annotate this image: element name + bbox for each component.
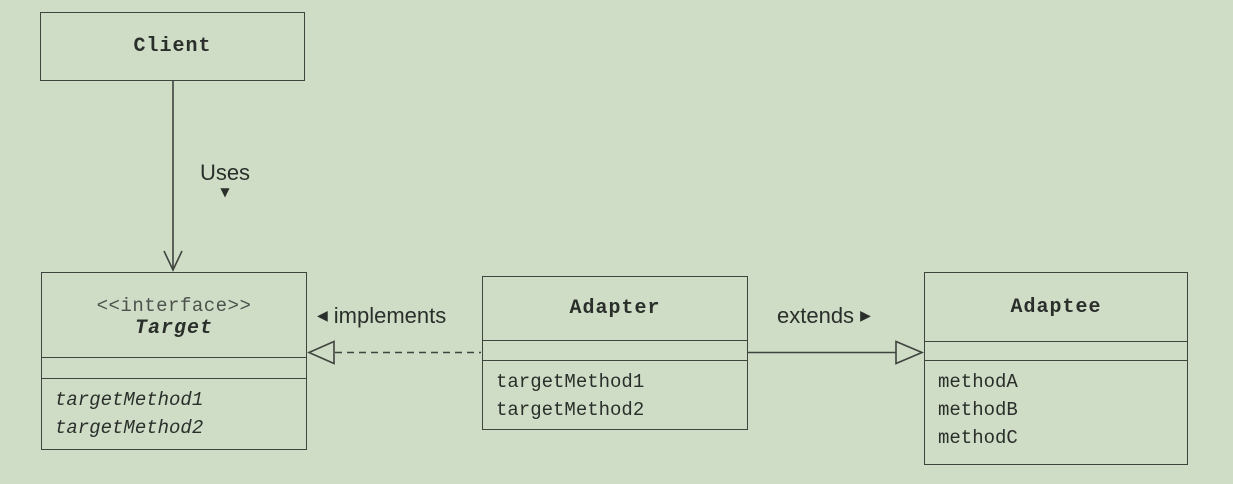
method-item: methodA	[938, 371, 1018, 393]
implements-arrow	[307, 340, 481, 365]
class-header: Client	[41, 13, 304, 80]
right-triangle-icon: ▶	[860, 308, 871, 324]
class-name-client: Client	[133, 35, 212, 58]
class-box-adaptee: Adaptee methodA methodB methodC	[924, 272, 1188, 465]
target-attributes-compartment	[42, 357, 306, 379]
implements-label: implements	[333, 303, 447, 328]
method-item: targetMethod2	[55, 417, 204, 439]
left-triangle-icon: ◀	[317, 308, 328, 324]
adaptee-attributes-compartment	[925, 341, 1187, 361]
class-name-adaptee: Adaptee	[1010, 295, 1102, 319]
extends-arrow	[748, 340, 925, 365]
class-name-target: Target	[134, 316, 213, 340]
uses-arrow	[163, 81, 183, 272]
interface-stereotype: <<interface>>	[96, 294, 252, 317]
uses-label-group: Uses ▼	[186, 160, 264, 199]
method-item: methodB	[938, 399, 1018, 421]
method-item: targetMethod2	[496, 399, 645, 421]
class-name-adapter: Adapter	[569, 297, 661, 320]
extends-label-group: extends ▶	[777, 303, 871, 329]
target-methods-compartment: targetMethod1 targetMethod2	[42, 379, 306, 442]
uses-label: Uses	[199, 160, 251, 185]
class-header: Adapter	[483, 277, 747, 340]
method-item: methodC	[938, 427, 1018, 449]
method-item: targetMethod1	[496, 371, 645, 393]
class-box-target: <<interface>> Target targetMethod1 targe…	[41, 272, 307, 450]
down-triangle-icon: ▼	[220, 185, 230, 199]
class-header: Adaptee	[925, 273, 1187, 341]
implements-label-group: ◀ implements	[317, 303, 446, 329]
class-box-client: Client	[40, 12, 305, 81]
method-item: targetMethod1	[55, 389, 204, 411]
class-box-adapter: Adapter targetMethod1 targetMethod2	[482, 276, 748, 430]
adapter-methods-compartment: targetMethod1 targetMethod2	[483, 361, 747, 424]
extends-label: extends	[777, 303, 855, 328]
interface-header: <<interface>> Target	[42, 273, 306, 357]
adapter-attributes-compartment	[483, 340, 747, 361]
adaptee-methods-compartment: methodA methodB methodC	[925, 361, 1187, 452]
